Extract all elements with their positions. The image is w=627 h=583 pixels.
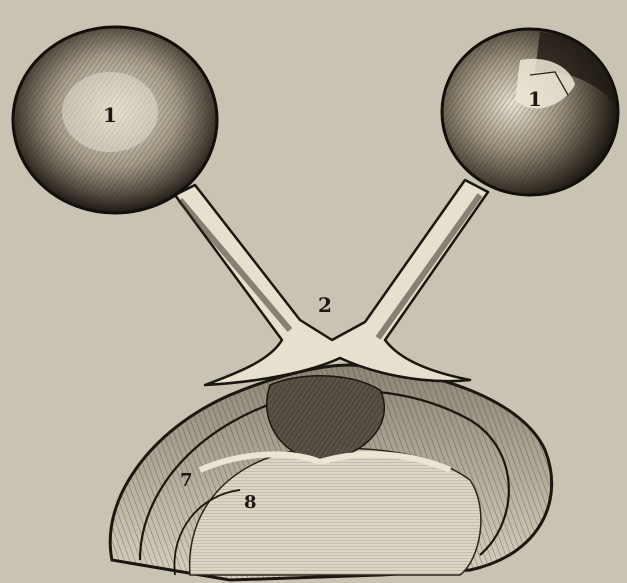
label-tract-b: 8 <box>244 492 257 513</box>
label-eye-right: 1 <box>528 87 542 111</box>
label-chiasm: 2 <box>318 293 332 317</box>
right-eyeball <box>442 29 618 195</box>
label-eye-left: 1 <box>103 103 117 127</box>
label-tract-a: 7 <box>180 470 193 491</box>
